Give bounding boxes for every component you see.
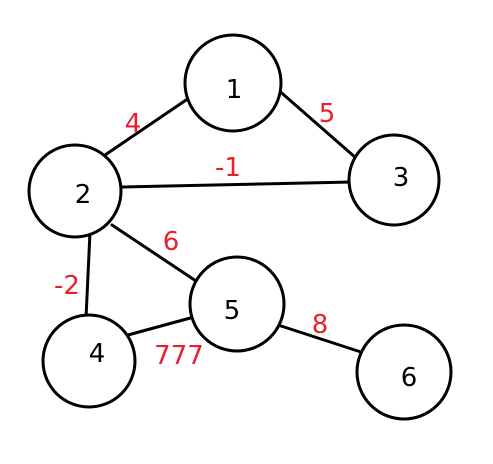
- edge-5-6-weight: 8: [312, 310, 329, 340]
- edges-layer: [84, 86, 366, 355]
- node-2-circle: [27, 143, 123, 239]
- node-4-circle: [41, 313, 137, 409]
- node-5: 5: [188, 255, 286, 353]
- node-4: 4: [41, 313, 137, 409]
- node-4-label: 4: [89, 339, 106, 369]
- nodes-layer: 1 2 3 4 5 6: [27, 33, 453, 421]
- edge-4-5-weight: 777: [154, 341, 204, 371]
- node-3-label: 3: [393, 163, 410, 193]
- edge-2-4-weight: -2: [54, 271, 80, 301]
- node-1-circle: [183, 33, 283, 133]
- node-5-label: 5: [224, 296, 241, 326]
- node-5-circle: [188, 255, 286, 353]
- node-2-label: 2: [75, 180, 92, 210]
- node-1-label: 1: [226, 75, 243, 105]
- edge-1-3-weight: 5: [319, 99, 336, 129]
- edge-4-5: [126, 315, 196, 337]
- edge-2-1-weight: 4: [125, 109, 142, 139]
- node-3-circle: [347, 133, 441, 227]
- edge-2-4: [84, 230, 92, 320]
- edge-2-3: [118, 180, 354, 189]
- node-6: 6: [355, 323, 453, 421]
- node-3: 3: [347, 133, 441, 227]
- node-2: 2: [27, 143, 123, 239]
- edge-2-1: [103, 94, 194, 157]
- edge-5-6: [276, 323, 366, 355]
- edge-2-3-weight: -1: [215, 153, 241, 183]
- node-1: 1: [183, 33, 283, 133]
- edge-2-5: [110, 223, 204, 287]
- weights-layer: 4 5 -1 6 -2 777 8: [54, 99, 335, 371]
- edge-1-3: [274, 86, 358, 160]
- node-6-circle: [355, 323, 453, 421]
- node-6-label: 6: [401, 363, 418, 393]
- edge-2-5-weight: 6: [163, 227, 180, 257]
